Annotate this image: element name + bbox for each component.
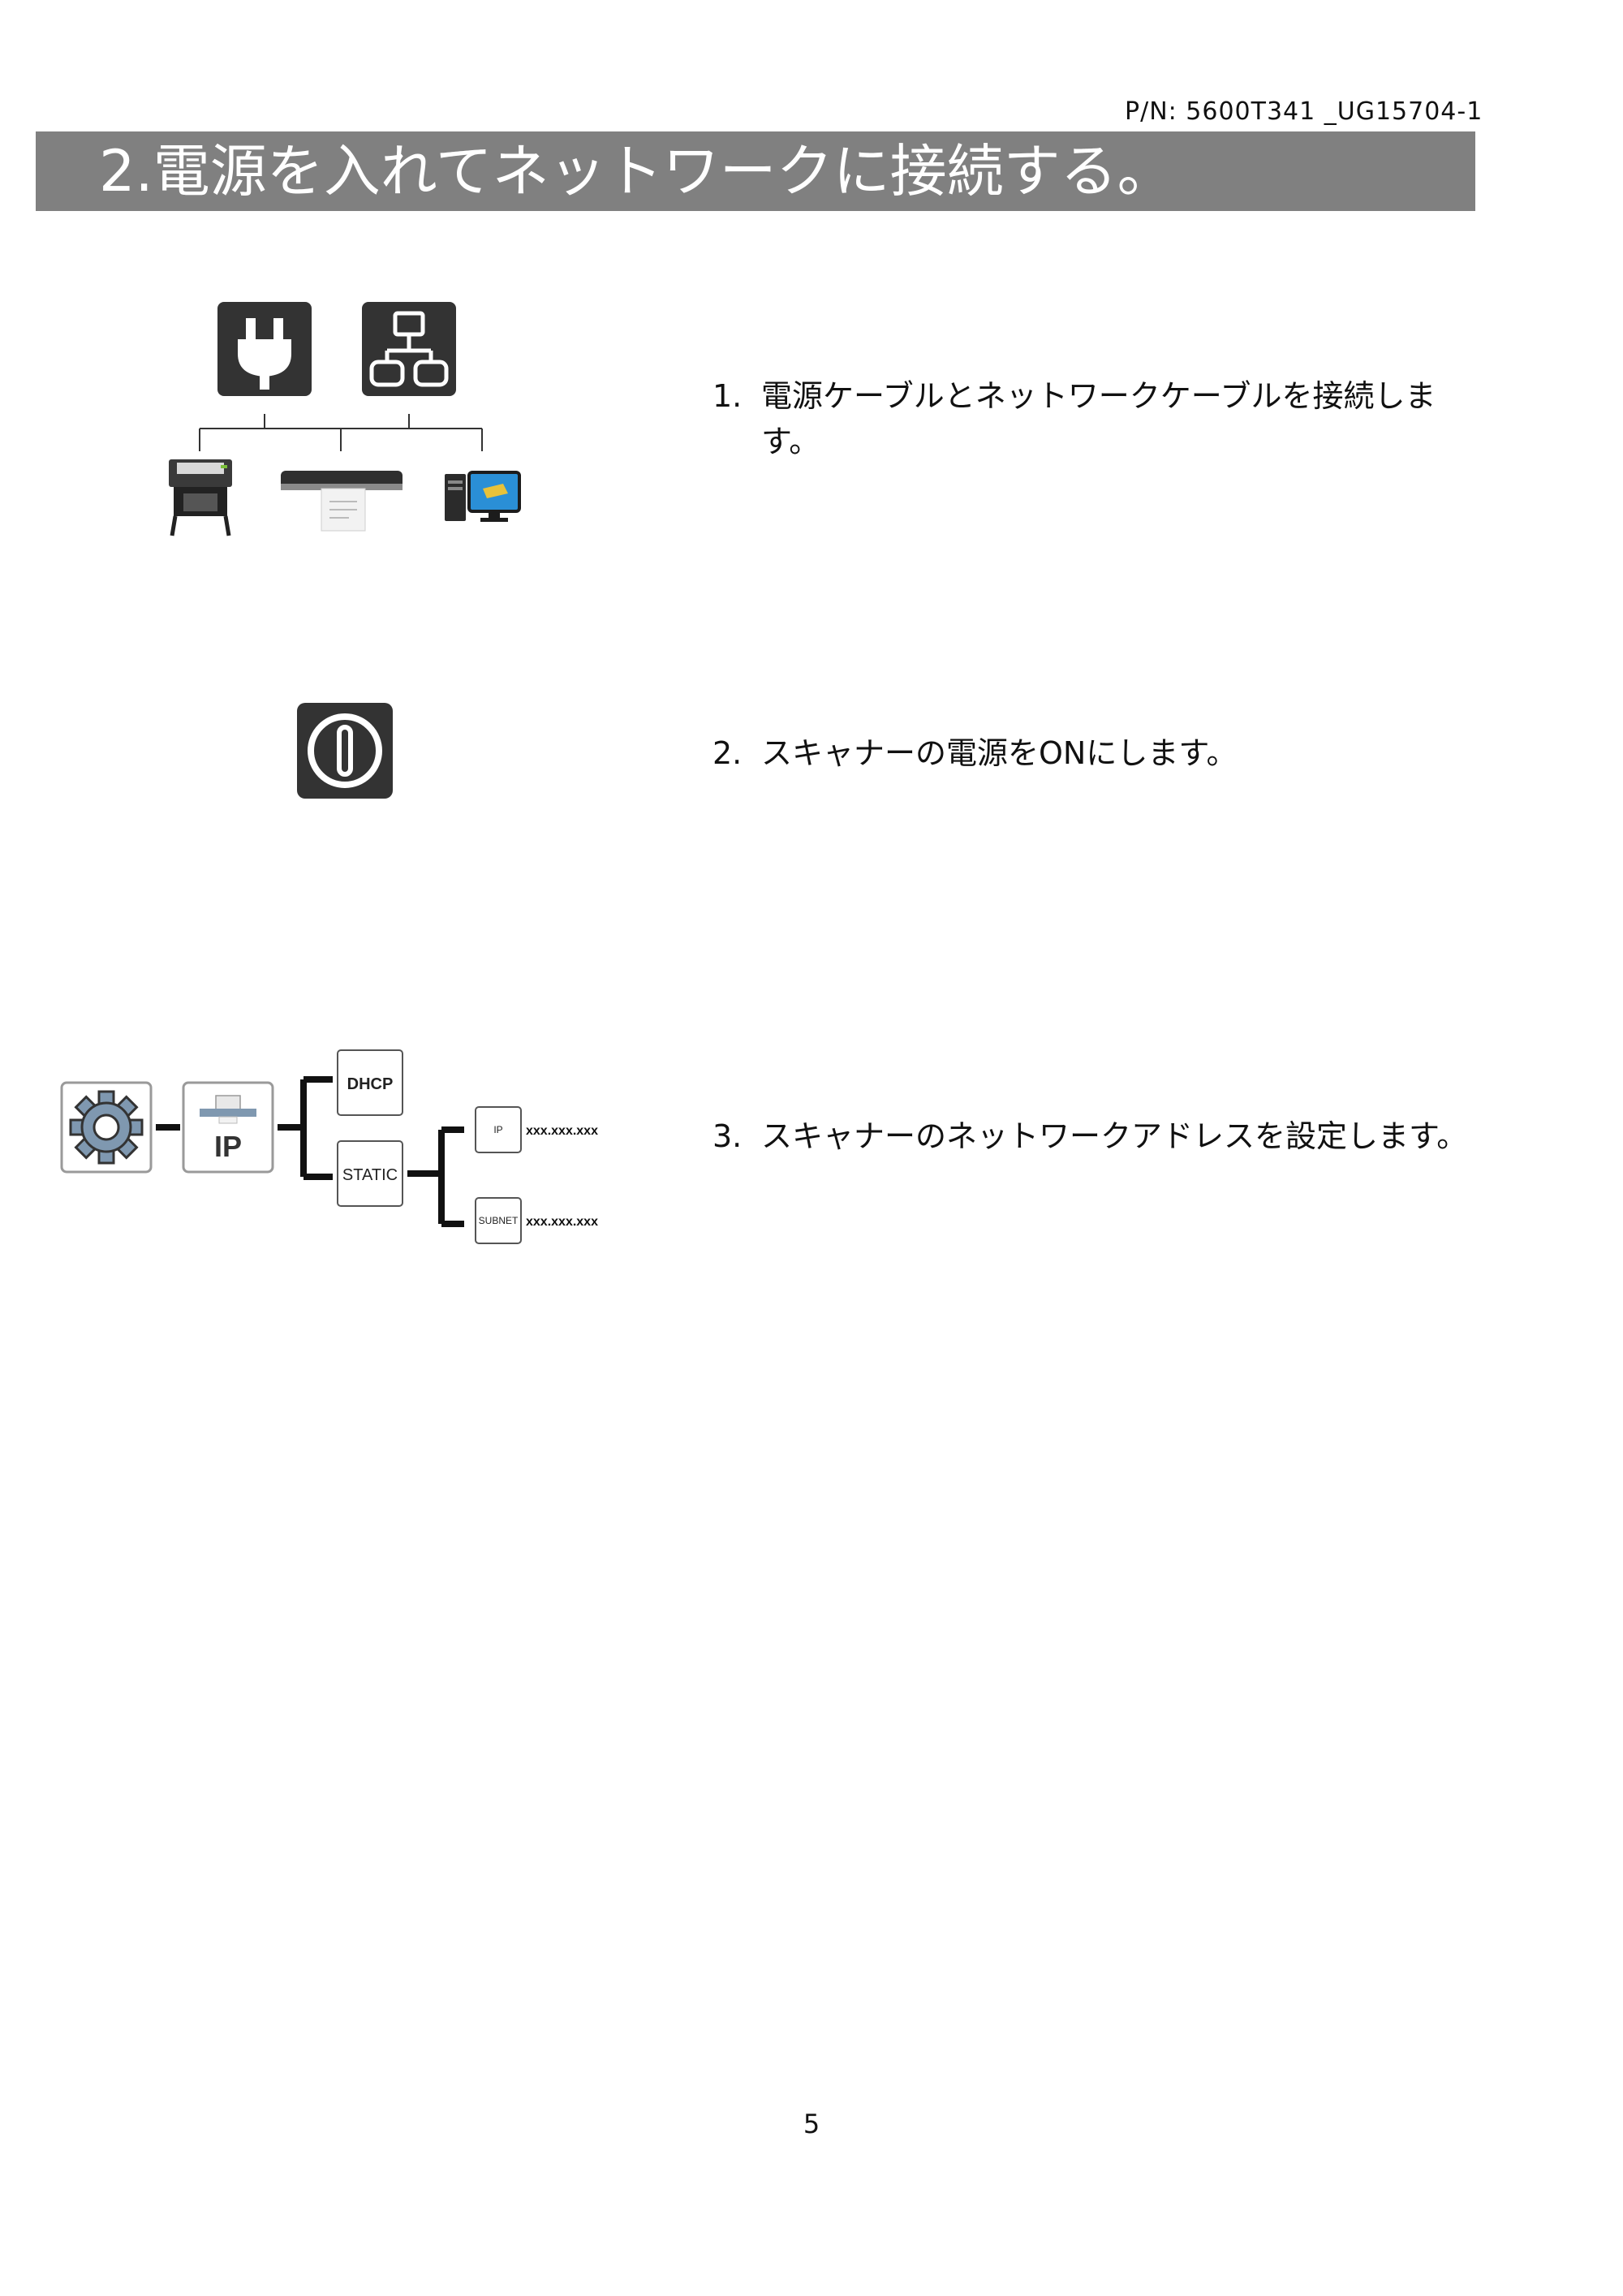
power-plug-icon bbox=[217, 302, 312, 396]
step-2-text: スキャナーの電源をONにします。 bbox=[761, 735, 1238, 771]
static-label: STATIC bbox=[342, 1166, 398, 1184]
static-option-box[interactable] bbox=[337, 1140, 403, 1207]
section-title-bar: 2.電源を入れてネットワークに接続する。 bbox=[36, 131, 1475, 211]
dhcp-option-box[interactable] bbox=[337, 1049, 403, 1116]
subnet-value: xxx.xxx.xxx bbox=[526, 1215, 598, 1229]
gear-icon bbox=[60, 1081, 153, 1174]
ip-badge-label: IP bbox=[214, 1130, 242, 1163]
step-1: 1. 電源ケーブルとネットワークケーブルを接続します。 bbox=[712, 373, 1443, 464]
connection-illustration bbox=[169, 302, 521, 536]
ip-field-label: IP bbox=[493, 1124, 502, 1135]
step-3-number: 3. bbox=[712, 1118, 743, 1154]
part-number: P/N: 5600T341 _UG15704-1 bbox=[1125, 97, 1483, 126]
step-3-text: スキャナーのネットワークアドレスを設定します。 bbox=[761, 1118, 1468, 1154]
network-settings-diagram: IP DHCP STATIC IP xxx.xxx.xxx SUBNET xxx… bbox=[60, 1049, 598, 1244]
step-2: 2. スキャナーの電源をONにします。 bbox=[712, 730, 1443, 776]
page-number: 5 bbox=[803, 2109, 820, 2139]
ip-field-box[interactable] bbox=[475, 1106, 522, 1153]
scanner-icon bbox=[281, 471, 403, 532]
subnet-field-box[interactable] bbox=[475, 1197, 522, 1244]
computer-icon bbox=[445, 471, 521, 522]
step-1-number: 1. bbox=[712, 378, 743, 414]
ip-value: xxx.xxx.xxx bbox=[526, 1124, 598, 1138]
dhcp-label: DHCP bbox=[347, 1075, 394, 1093]
section-title: 2.電源を入れてネットワークに接続する。 bbox=[99, 138, 1174, 205]
printer-icon bbox=[169, 459, 232, 536]
ip-settings-icon: IP bbox=[182, 1081, 274, 1174]
network-topology-icon bbox=[362, 302, 456, 396]
step-2-number: 2. bbox=[712, 735, 743, 771]
step-3: 3. スキャナーのネットワークアドレスを設定します。 bbox=[712, 1114, 1492, 1159]
subnet-field-label: SUBNET bbox=[479, 1215, 519, 1226]
power-button-icon bbox=[297, 703, 393, 799]
step-1-text: 電源ケーブルとネットワークケーブルを接続します。 bbox=[761, 378, 1436, 459]
connection-lines bbox=[199, 414, 483, 451]
